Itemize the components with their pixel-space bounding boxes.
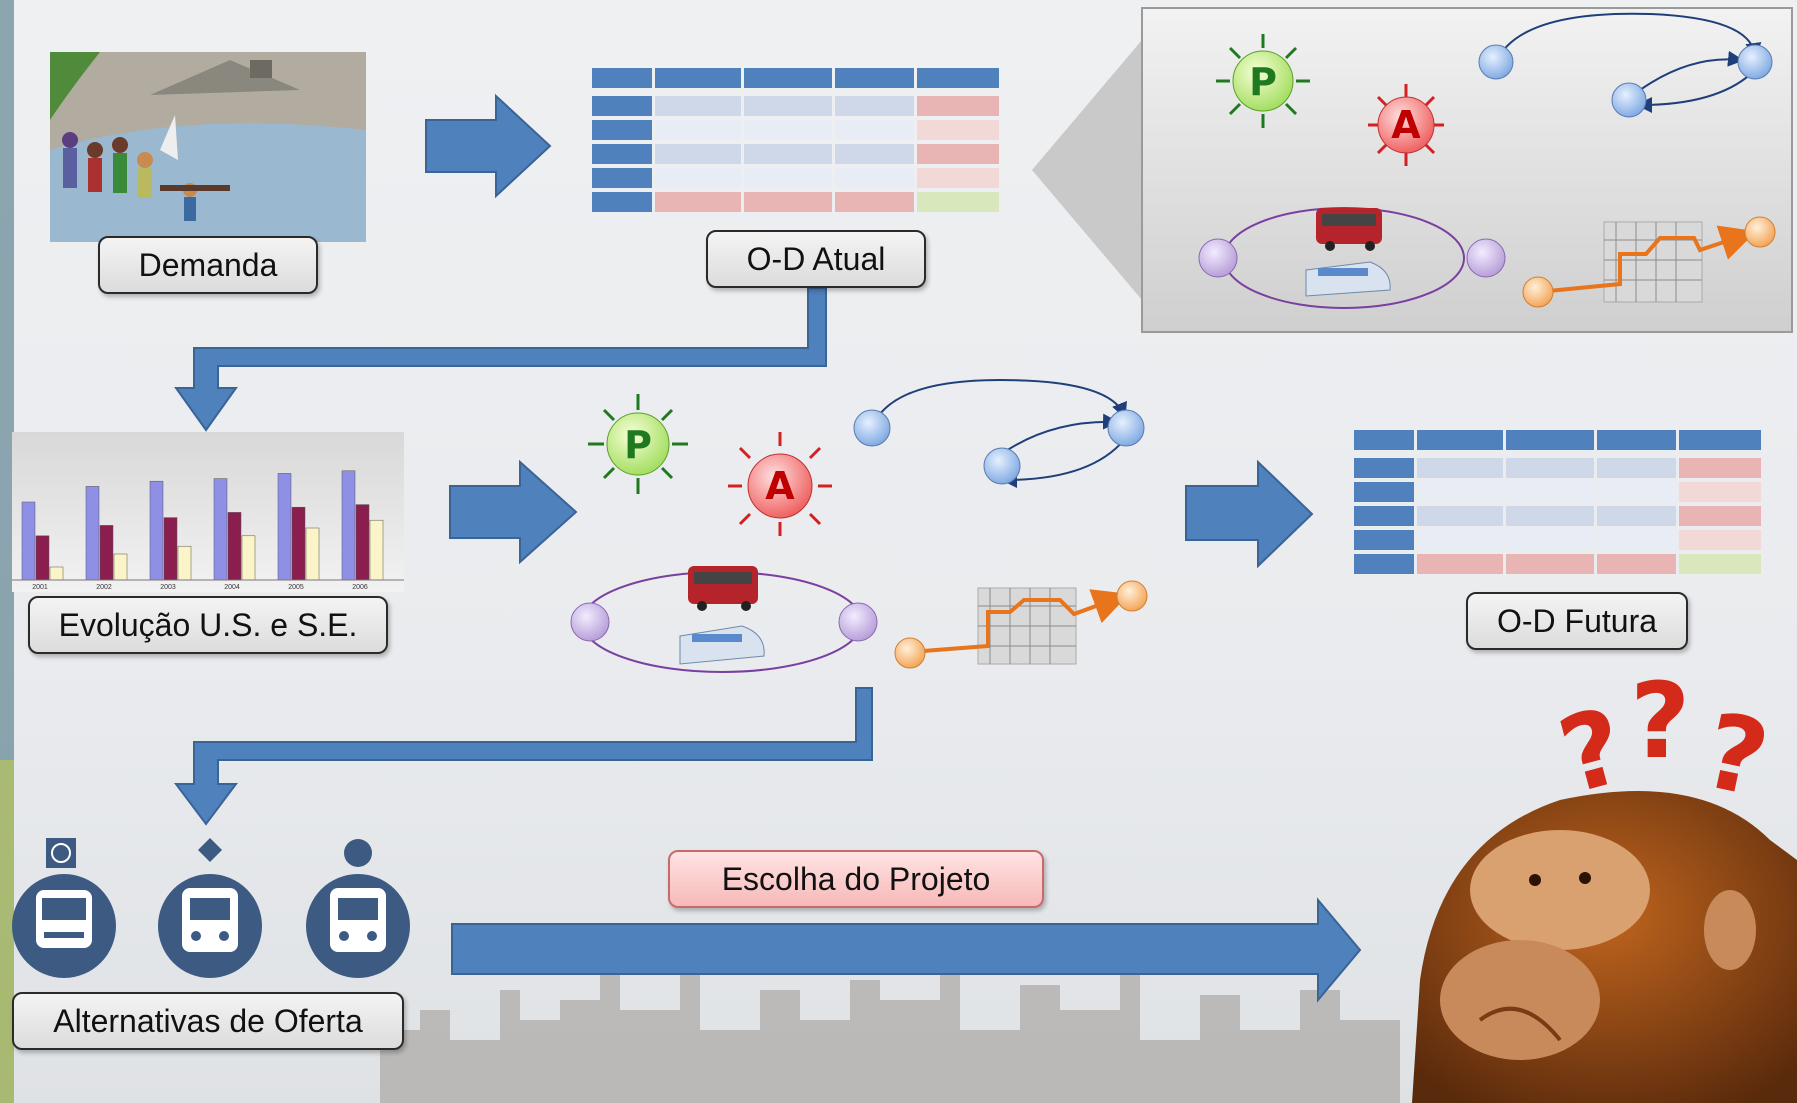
- od-atual-label: O-D Atual: [706, 230, 926, 288]
- evolucao-label: Evolução U.S. e S.E.: [28, 596, 388, 654]
- generation-attraction-icon: [1368, 84, 1444, 166]
- arrow-right: [425, 93, 552, 199]
- bus-icon: [306, 839, 410, 978]
- bar-chart-tick-label: 2005: [288, 584, 304, 591]
- escolha-projeto-label: Escolha do Projeto: [668, 850, 1044, 908]
- bus-icon: [1316, 208, 1382, 251]
- tram-icon: [158, 838, 262, 978]
- bar-chart-tick-label: 2003: [160, 584, 176, 591]
- distribution-icon: [853, 378, 1145, 488]
- arrow-right: [1185, 459, 1314, 569]
- bar-chart-tick-label: 2002: [96, 584, 112, 591]
- train-icon: [1305, 261, 1391, 297]
- distribution-icon: [1478, 12, 1773, 118]
- generation-attraction-icon: [728, 432, 832, 536]
- attraction-letter: A: [765, 464, 795, 508]
- metro-train-icon: [12, 838, 116, 978]
- elbow-arrow-down: [174, 287, 827, 432]
- modal-split-icon: [570, 566, 878, 673]
- bus-icon: [688, 566, 758, 611]
- people-group: [62, 132, 197, 221]
- od-futura-table: [1354, 430, 1764, 582]
- arrow-right-long: [451, 897, 1362, 1003]
- production-letter: P: [1249, 60, 1277, 104]
- modal-split-icon: [1198, 207, 1506, 309]
- bar-chart-tick-label: 2006: [352, 584, 368, 591]
- elbow-arrow-down: [174, 687, 873, 826]
- od-atual-table: [592, 68, 1002, 220]
- generation-production-icon: [1216, 34, 1310, 128]
- attraction-letter: A: [1391, 103, 1421, 147]
- od-futura-label: O-D Futura: [1466, 592, 1688, 650]
- assignment-icon: [1522, 216, 1776, 308]
- question-mark: ?: [1630, 660, 1691, 782]
- bar-chart-tick-label: 2001: [32, 584, 48, 591]
- assignment-icon: [894, 580, 1148, 669]
- generation-production-icon: [588, 394, 688, 494]
- skyline-decoration: [380, 960, 1400, 1103]
- bar-chart-tick-label: 2004: [224, 584, 240, 591]
- alternativas-label: Alternativas de Oferta: [12, 992, 404, 1050]
- production-letter: P: [624, 423, 652, 467]
- train-icon: [679, 625, 765, 665]
- arrow-right: [449, 459, 578, 565]
- demanda-label: Demanda: [98, 236, 318, 294]
